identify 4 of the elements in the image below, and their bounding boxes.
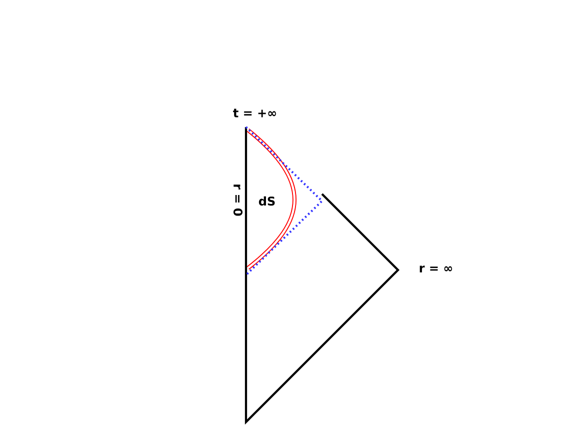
axis-label: r = ∞ [420, 266, 452, 272]
axis-label: dS [258, 196, 275, 206]
axis-label: r = 0 [233, 184, 243, 216]
axis-label: t = +∞ [233, 108, 276, 118]
